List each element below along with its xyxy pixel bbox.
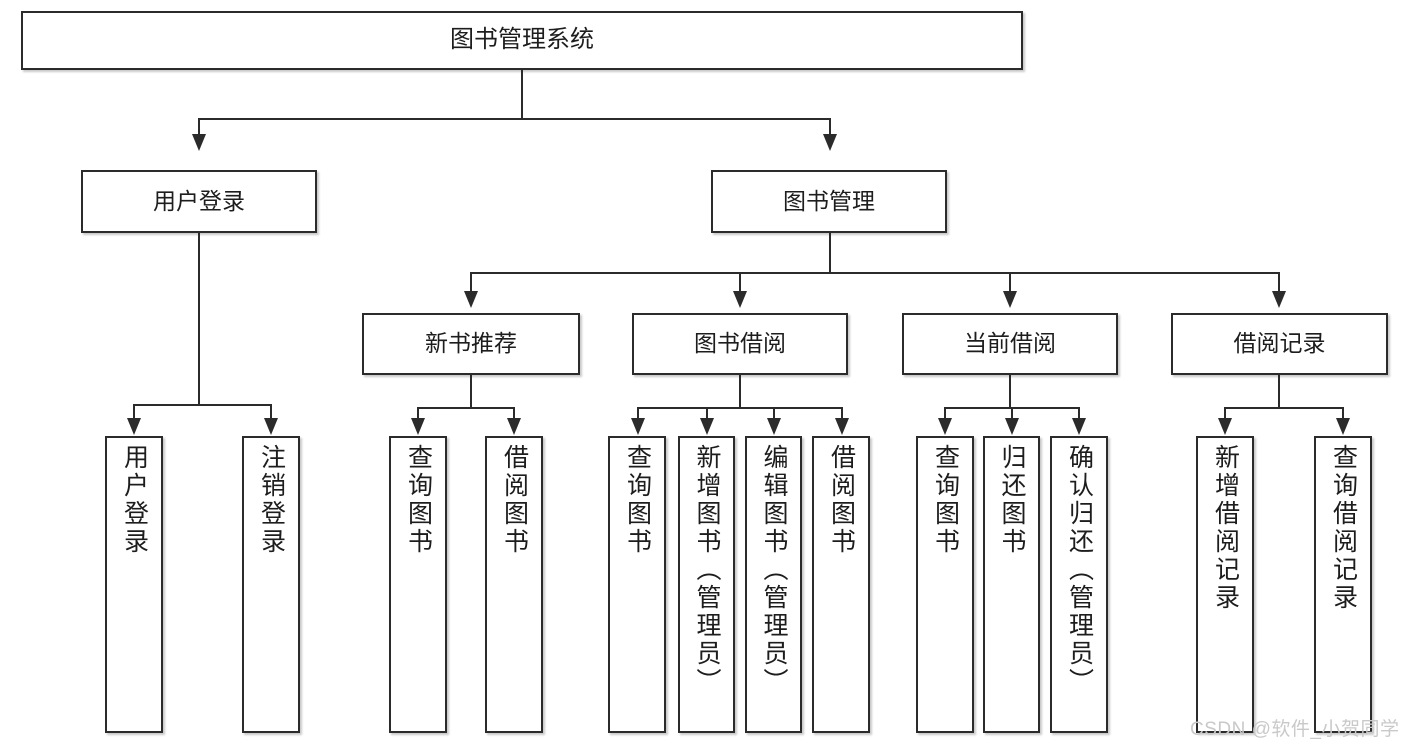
node-label: 新书推荐 [425, 330, 517, 357]
node-leaf-query-book-3[interactable]: 查询图书 [916, 436, 974, 733]
arrowhead-leaf-query-book-1 [411, 418, 425, 435]
node-leaf-edit-book[interactable]: 编辑图书（管理员） [745, 436, 802, 733]
node-label: 查询借阅记录 [1329, 444, 1358, 612]
node-label: 图书管理 [783, 187, 875, 214]
node-label: 当前借阅 [964, 330, 1056, 357]
node-leaf-user-login[interactable]: 用户登录 [105, 436, 163, 733]
connector-drop-leaf-add-book [706, 407, 708, 419]
node-leaf-borrow-book-2[interactable]: 借阅图书 [812, 436, 870, 733]
connector-drop-leaf-query-book-2 [637, 407, 639, 419]
connector-drop-leaf-edit-book [773, 407, 775, 419]
node-label: 新增图书（管理员） [693, 444, 721, 696]
node-user-login[interactable]: 用户登录 [81, 170, 317, 233]
arrowhead-leaf-query-book-2 [631, 418, 645, 435]
arrowhead-leaf-borrow-book-1 [507, 418, 521, 435]
connector-level2-bar [470, 272, 1279, 274]
connector-drop-leaf-confirm-return [1078, 407, 1080, 419]
arrowhead-leaf-return-book [1005, 418, 1019, 435]
connector-user-login-trunk [198, 233, 200, 405]
arrowhead-book-borrow [733, 291, 747, 308]
arrowhead-new-book-recommend [464, 291, 478, 308]
connector-current-borrow-trunk [1009, 375, 1011, 408]
node-label: 图书借阅 [694, 330, 786, 357]
connector-drop-leaf-return-book [1011, 407, 1013, 419]
node-current-borrow[interactable]: 当前借阅 [902, 313, 1118, 375]
node-leaf-borrow-book-1[interactable]: 借阅图书 [485, 436, 543, 733]
node-label: 查询图书 [404, 444, 433, 556]
arrowhead-leaf-add-book [700, 418, 714, 435]
csdn-watermark: CSDN @软件_小贺同学 [1190, 719, 1400, 740]
connector-user-login-bar [133, 404, 271, 406]
connector-drop-leaf-query-book-1 [417, 407, 419, 419]
connector-drop-current-borrow [1009, 272, 1011, 292]
connector-new-book-recommend-bar [417, 407, 514, 409]
connector-drop-leaf-query-book-3 [944, 407, 946, 419]
node-label: 注销登录 [257, 444, 286, 556]
node-leaf-query-book-2[interactable]: 查询图书 [608, 436, 666, 733]
node-borrow-record[interactable]: 借阅记录 [1171, 313, 1388, 375]
node-label: 归还图书 [998, 444, 1026, 556]
node-book-management-system[interactable]: 图书管理系统 [21, 11, 1023, 70]
connector-drop-leaf-borrow-book-1 [513, 407, 515, 419]
arrowhead-leaf-add-record [1218, 418, 1232, 435]
connector-borrow-record-bar [1224, 407, 1343, 409]
connector-book-borrow-trunk [739, 375, 741, 408]
node-leaf-add-record[interactable]: 新增借阅记录 [1196, 436, 1254, 733]
node-label: 查询图书 [931, 444, 960, 556]
connector-drop-leaf-add-record [1224, 407, 1226, 419]
connector-drop-book-borrow [739, 272, 741, 292]
node-label: 编辑图书（管理员） [760, 444, 788, 696]
node-label: 借阅记录 [1233, 330, 1326, 357]
arrowhead-leaf-confirm-return [1072, 418, 1086, 435]
arrowhead-leaf-query-book-3 [938, 418, 952, 435]
node-label: 新增借阅记录 [1211, 444, 1240, 612]
node-book-borrow[interactable]: 图书借阅 [632, 313, 848, 375]
node-book-management[interactable]: 图书管理 [711, 170, 947, 233]
node-leaf-return-book[interactable]: 归还图书 [983, 436, 1040, 733]
node-label: 确认归还（管理员） [1065, 444, 1094, 696]
arrowhead-user-login [192, 134, 206, 151]
arrowhead-current-borrow [1003, 291, 1017, 308]
connector-drop-leaf-user-login [133, 404, 135, 419]
node-new-book-recommend[interactable]: 新书推荐 [362, 313, 580, 375]
arrowhead-leaf-logout-login [264, 418, 278, 435]
connector-drop-leaf-borrow-book-2 [841, 407, 843, 419]
connector-level1-bar [198, 118, 831, 120]
arrowhead-leaf-query-record [1336, 418, 1350, 435]
node-label: 用户登录 [153, 187, 245, 214]
node-label: 借阅图书 [500, 444, 529, 556]
node-label: 用户登录 [120, 444, 149, 556]
connector-book-management-trunk [829, 233, 831, 273]
connector-drop-user-login [198, 118, 200, 136]
arrowhead-book-management [823, 134, 837, 151]
node-leaf-query-book-1[interactable]: 查询图书 [389, 436, 447, 733]
node-leaf-confirm-return[interactable]: 确认归还（管理员） [1050, 436, 1108, 733]
arrowhead-leaf-borrow-book-2 [835, 418, 849, 435]
arrowhead-borrow-record [1272, 291, 1286, 308]
connector-drop-new-book-recommend [470, 272, 472, 292]
node-label: 图书管理系统 [450, 26, 594, 54]
connector-drop-leaf-query-record [1342, 407, 1344, 419]
arrowhead-leaf-user-login [127, 418, 141, 435]
arrowhead-leaf-edit-book [767, 418, 781, 435]
connector-new-book-recommend-trunk [470, 375, 472, 408]
connector-book-borrow-bar [637, 407, 842, 409]
connector-borrow-record-trunk [1278, 375, 1280, 408]
node-label: 查询图书 [623, 444, 652, 556]
node-leaf-logout-login[interactable]: 注销登录 [242, 436, 300, 733]
node-label: 借阅图书 [827, 444, 856, 556]
connector-drop-borrow-record [1278, 272, 1280, 292]
connector-root-trunk [521, 70, 523, 119]
node-leaf-add-book[interactable]: 新增图书（管理员） [678, 436, 735, 733]
connector-drop-book-management [829, 118, 831, 136]
node-leaf-query-record[interactable]: 查询借阅记录 [1314, 436, 1372, 733]
connector-drop-leaf-logout-login [270, 404, 272, 419]
